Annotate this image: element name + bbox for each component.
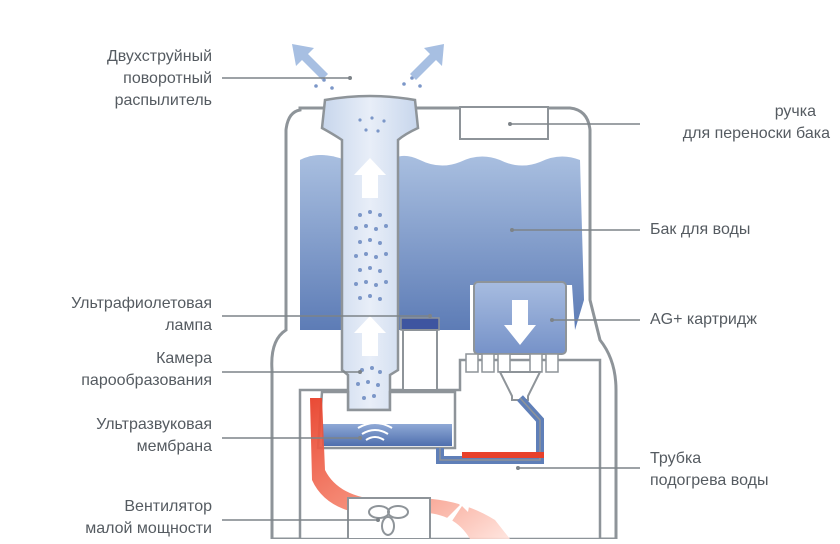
label-fan-line2: малой мощности	[85, 520, 212, 537]
uv-lamp	[400, 317, 440, 331]
uv-lamp-housing	[402, 329, 438, 391]
sprayer-arrows	[292, 44, 444, 80]
label-uv-lamp: Ультрафиолетовая лампа	[20, 293, 212, 337]
label-sprayer-line2: поворотный	[123, 70, 212, 87]
label-chamber: Камера парообразования	[20, 348, 212, 392]
membrane-waves	[357, 422, 393, 441]
label-cartridge-line1: AG+ картридж	[650, 311, 757, 328]
label-sprayer-line3: распылитель	[114, 92, 212, 109]
label-membrane-line1: Ультразвуковая	[96, 416, 212, 433]
label-tank: Бак для воды	[650, 219, 820, 241]
water-pipe-outline	[439, 397, 541, 461]
label-sprayer: Двухструйный поворотный распылитель	[40, 46, 212, 112]
label-membrane-line2: мембрана	[136, 438, 212, 455]
warm-air-arrow	[440, 490, 472, 530]
label-tank-line1: Бак для воды	[650, 221, 751, 238]
label-sprayer-line1: Двухструйный	[106, 48, 212, 65]
cartridge-funnel	[498, 371, 542, 401]
label-fan-line1: Вентилятор	[124, 498, 212, 515]
leader-lines	[222, 77, 640, 521]
label-heater-tube-line2: подогрева воды	[650, 472, 769, 489]
label-heater-tube: Трубка подогрева воды	[650, 448, 820, 492]
heater-tube	[462, 452, 544, 458]
down-arrow-icon	[504, 300, 536, 345]
label-chamber-line2: парообразования	[81, 372, 212, 389]
label-uv-lamp-line2: лампа	[165, 317, 212, 334]
label-handle-line2: для переноски бака	[682, 125, 830, 142]
steam-dots	[314, 76, 422, 400]
label-heater-tube-line1: Трубка	[650, 450, 702, 467]
label-handle: ручка для переноски бака	[640, 101, 830, 145]
tank-left-water	[300, 155, 345, 330]
label-membrane: Ультразвуковая мембрана	[20, 414, 212, 458]
label-fan: Вентилятор малой мощности	[20, 496, 212, 540]
label-uv-lamp-line1: Ультрафиолетовая	[71, 295, 212, 312]
up-arrow-icon	[354, 158, 386, 356]
label-handle-line1: ручка	[774, 103, 816, 120]
steam-tube	[320, 94, 420, 412]
label-cartridge: AG+ картридж	[650, 309, 820, 331]
fan-icon	[368, 505, 409, 536]
leader-dots	[348, 76, 554, 522]
handle-box	[459, 106, 549, 140]
label-chamber-line1: Камера	[156, 350, 212, 367]
chamber-water	[322, 424, 452, 446]
fan-housing	[347, 497, 431, 540]
water-tank	[300, 155, 584, 330]
